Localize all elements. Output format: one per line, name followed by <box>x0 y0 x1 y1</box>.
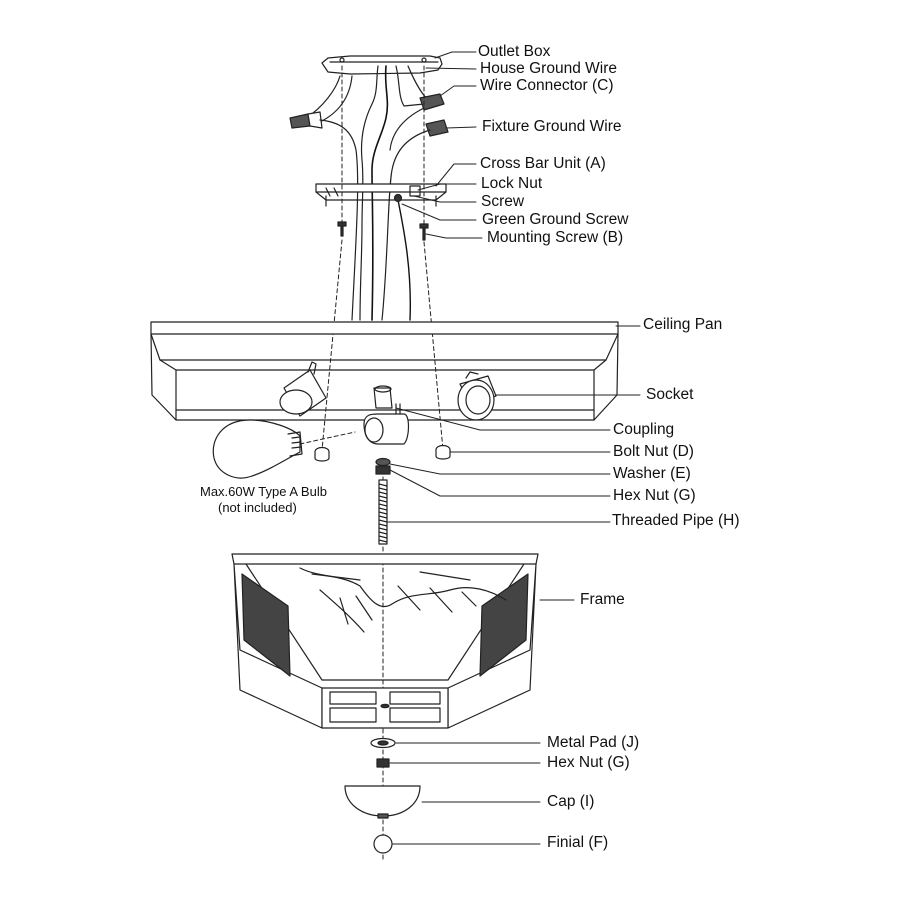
label-threaded-pipe: Threaded Pipe (H) <box>612 512 740 529</box>
label-lock-nut: Lock Nut <box>481 175 543 192</box>
label-ceiling-pan: Ceiling Pan <box>643 316 723 333</box>
leader-lines <box>387 51 641 845</box>
label-wire-connector: Wire Connector (C) <box>480 77 614 94</box>
outlet-box <box>321 55 443 75</box>
house-wires <box>305 65 429 321</box>
label-hex-nut-lower: Hex Nut (G) <box>547 754 630 771</box>
bulb <box>212 419 303 479</box>
label-green-ground-screw: Green Ground Screw <box>482 211 629 228</box>
label-finial: Finial (F) <box>547 834 609 851</box>
bulb-note-line2: (not included) <box>218 500 297 515</box>
sockets <box>279 361 497 421</box>
label-fixture-ground-wire: Fixture Ground Wire <box>482 118 622 135</box>
label-bolt-nut: Bolt Nut (D) <box>613 443 694 460</box>
cap <box>344 785 421 819</box>
metal-pad <box>370 737 396 749</box>
bolt-nuts <box>314 444 451 462</box>
label-washer: Washer (E) <box>613 465 691 482</box>
label-socket: Socket <box>646 386 694 403</box>
label-house-ground-wire: House Ground Wire <box>480 60 617 77</box>
label-frame: Frame <box>580 591 625 608</box>
finial <box>373 834 393 854</box>
bulb-note-line1: Max.60W Type A Bulb <box>200 484 327 499</box>
mounting-screws <box>337 221 429 241</box>
label-coupling: Coupling <box>613 421 675 438</box>
label-metal-pad: Metal Pad (J) <box>547 734 640 751</box>
coupling <box>363 385 410 445</box>
label-screw: Screw <box>481 193 525 210</box>
threaded-pipe <box>378 479 388 545</box>
washer-hex-nut <box>375 457 391 475</box>
hex-nut-lower <box>376 758 390 768</box>
label-cap: Cap (I) <box>547 793 595 810</box>
label-outlet-box: Outlet Box <box>478 43 551 60</box>
label-cross-bar-unit: Cross Bar Unit (A) <box>480 155 606 172</box>
wire-connectors <box>289 93 449 137</box>
fixture-wires <box>319 107 431 321</box>
label-hex-nut-upper: Hex Nut (G) <box>613 487 696 504</box>
label-mounting-screw: Mounting Screw (B) <box>487 229 624 246</box>
frame <box>231 553 539 729</box>
